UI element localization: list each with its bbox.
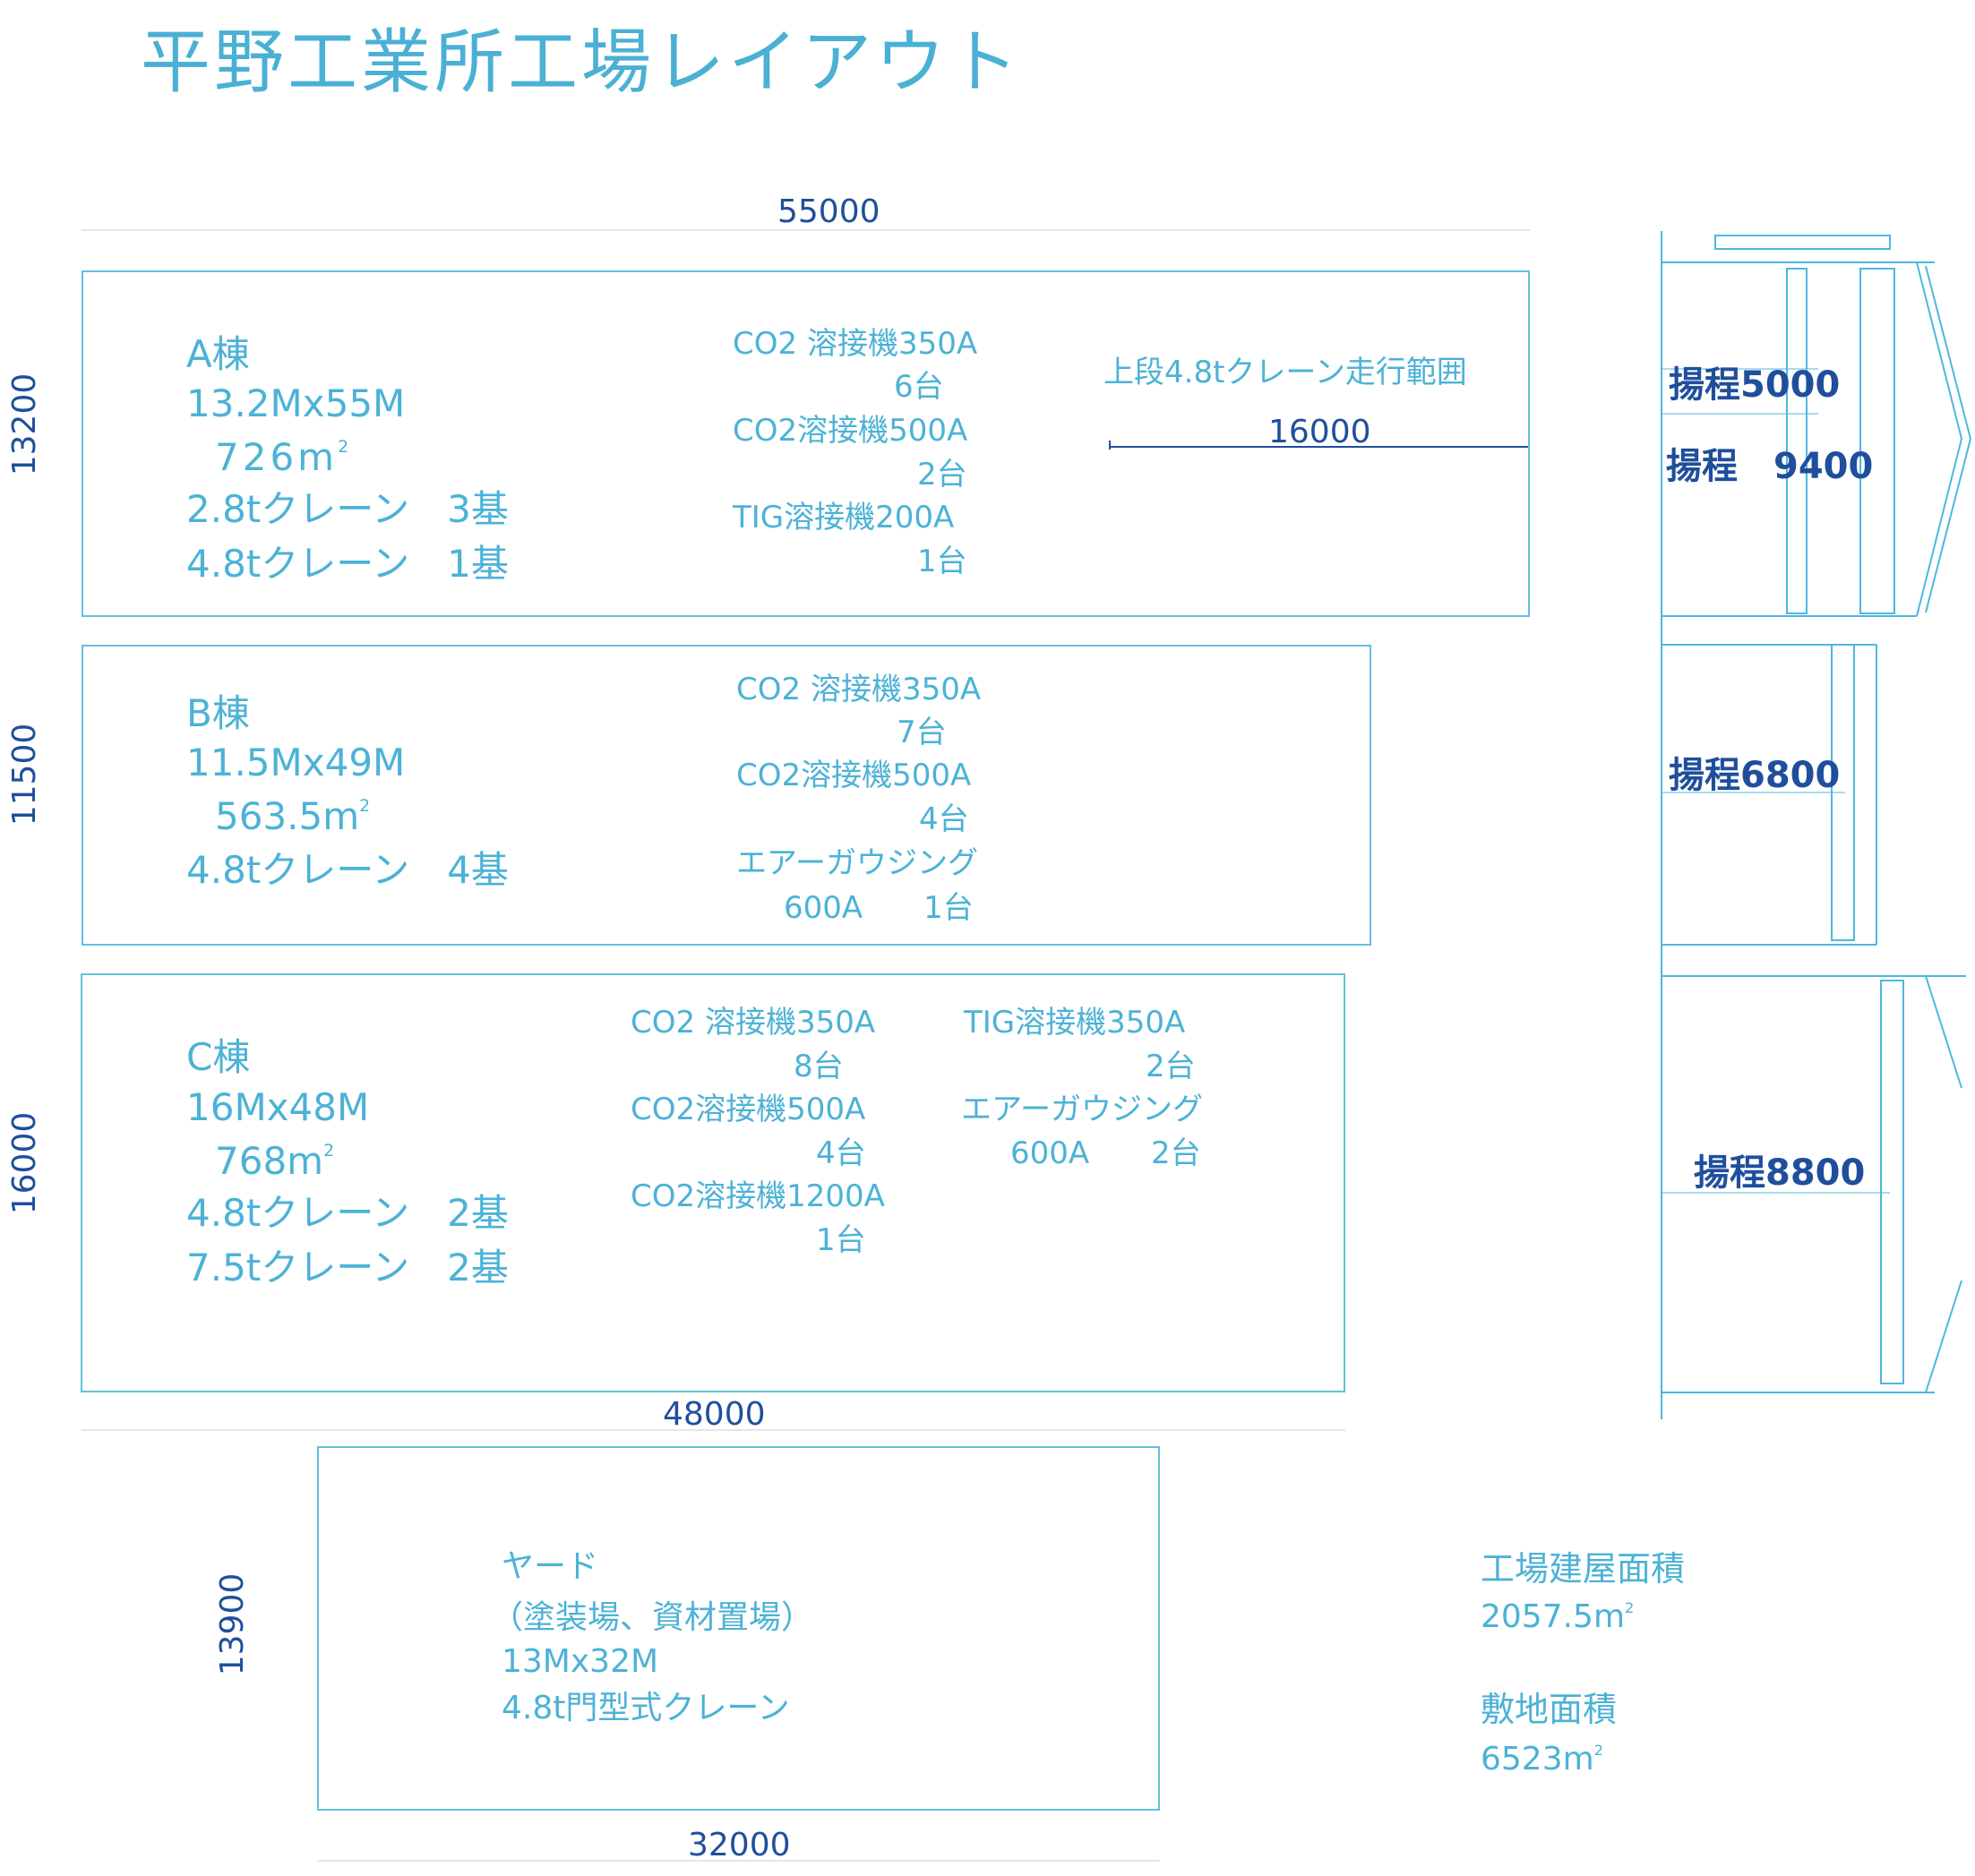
equipment: CO2溶接機500A bbox=[736, 758, 972, 793]
crane-range-dimension: 16000 bbox=[1268, 414, 1371, 450]
yard-line: （塗装場、資材置場） bbox=[491, 1599, 814, 1636]
equipment-count: 1台 bbox=[816, 1222, 866, 1258]
dimension-overall-width: 55000 bbox=[777, 193, 880, 230]
building-area-label: 工場建屋面積 bbox=[1481, 1549, 1686, 1589]
yard-line: ヤード bbox=[502, 1548, 599, 1585]
area-value: 726m bbox=[215, 435, 339, 479]
equipment-count: 2台 bbox=[917, 457, 967, 493]
dimension-b-height: 11500 bbox=[6, 723, 43, 827]
equipment-count: 7台 bbox=[897, 715, 947, 750]
building-c bbox=[81, 973, 1345, 1392]
building-a bbox=[82, 270, 1530, 617]
dimension-a-height: 13200 bbox=[6, 373, 43, 476]
yard bbox=[317, 1446, 1160, 1811]
dimension-yard-height: 13900 bbox=[214, 1572, 251, 1676]
yard-line: 13Mx32M bbox=[502, 1643, 659, 1680]
building-a-name: A棟 bbox=[186, 332, 250, 376]
equipment-count: 8台 bbox=[794, 1049, 844, 1084]
equipment-count: 6台 bbox=[894, 369, 944, 405]
building-a-area: 726m2 bbox=[215, 435, 353, 479]
building-b-crane: 4.8tクレーン 4基 bbox=[186, 848, 509, 892]
equipment-count: 600A 1台 bbox=[784, 890, 974, 926]
dimension-c-width: 48000 bbox=[663, 1396, 766, 1433]
building-a-size: 13.2Mx55M bbox=[186, 381, 406, 425]
building-c-name: C棟 bbox=[186, 1035, 251, 1079]
crane-section-drawing bbox=[1661, 231, 1972, 1419]
equipment: エアーガウジング bbox=[961, 1092, 1203, 1127]
building-c-area: 768m2 bbox=[215, 1139, 335, 1183]
equipment: CO2溶接機500A bbox=[631, 1092, 866, 1127]
equipment-count: 4台 bbox=[816, 1135, 866, 1171]
equipment: CO2溶接機1200A bbox=[631, 1178, 885, 1214]
page-title: 平野工業所工場レイアウト bbox=[141, 22, 1023, 103]
equipment: TIG溶接機200A bbox=[733, 500, 955, 535]
equipment-count: 2台 bbox=[1151, 1135, 1201, 1171]
building-a-crane: 2.8tクレーン 3基 bbox=[186, 487, 509, 531]
equipment: CO2 溶接機350A bbox=[733, 326, 978, 362]
equipment-count: 2台 bbox=[1146, 1049, 1196, 1084]
lift-height-label: 揚程5000 bbox=[1669, 364, 1841, 406]
equipment-spec: 600A bbox=[1010, 1135, 1090, 1171]
area-value: 6523m bbox=[1481, 1741, 1594, 1777]
building-b-area: 563.5m2 bbox=[215, 794, 371, 838]
building-b bbox=[82, 645, 1371, 946]
building-b-name: B棟 bbox=[186, 691, 250, 735]
site-area-value: 6523m2 bbox=[1481, 1741, 1603, 1777]
site-area-label: 敷地面積 bbox=[1481, 1690, 1618, 1729]
dimension-yard-width: 32000 bbox=[688, 1827, 791, 1863]
building-c-crane: 7.5tクレーン 2基 bbox=[186, 1246, 509, 1289]
building-b-size: 11.5Mx49M bbox=[186, 741, 406, 784]
equipment: エアーガウジング bbox=[736, 845, 978, 881]
equipment: TIG溶接機350A bbox=[964, 1005, 1186, 1041]
lift-height-label: 揚程6800 bbox=[1669, 755, 1841, 796]
area-value: 563.5m bbox=[215, 794, 360, 838]
yard-line: 4.8t門型式クレーン bbox=[502, 1690, 790, 1726]
area-value: 2057.5m bbox=[1481, 1598, 1626, 1635]
building-c-crane: 4.8tクレーン 2基 bbox=[186, 1191, 509, 1235]
lift-height-label: 揚程 9400 bbox=[1666, 446, 1874, 487]
equipment: CO2溶接機500A bbox=[733, 413, 968, 449]
building-a-crane: 4.8tクレーン 1基 bbox=[186, 542, 509, 586]
building-c-size: 16Mx48M bbox=[186, 1085, 370, 1129]
crane-range-label: 上段4.8tクレーン走行範囲 bbox=[1103, 355, 1467, 390]
lift-height-label: 揚程8800 bbox=[1694, 1152, 1866, 1194]
dimension-c-height: 16000 bbox=[6, 1111, 43, 1215]
area-value: 768m bbox=[215, 1139, 324, 1183]
equipment-count: 1台 bbox=[917, 544, 967, 579]
equipment-count: 4台 bbox=[919, 801, 969, 837]
building-area-value: 2057.5m2 bbox=[1481, 1598, 1635, 1635]
equipment: CO2 溶接機350A bbox=[631, 1005, 876, 1041]
equipment: CO2 溶接機350A bbox=[736, 672, 982, 707]
